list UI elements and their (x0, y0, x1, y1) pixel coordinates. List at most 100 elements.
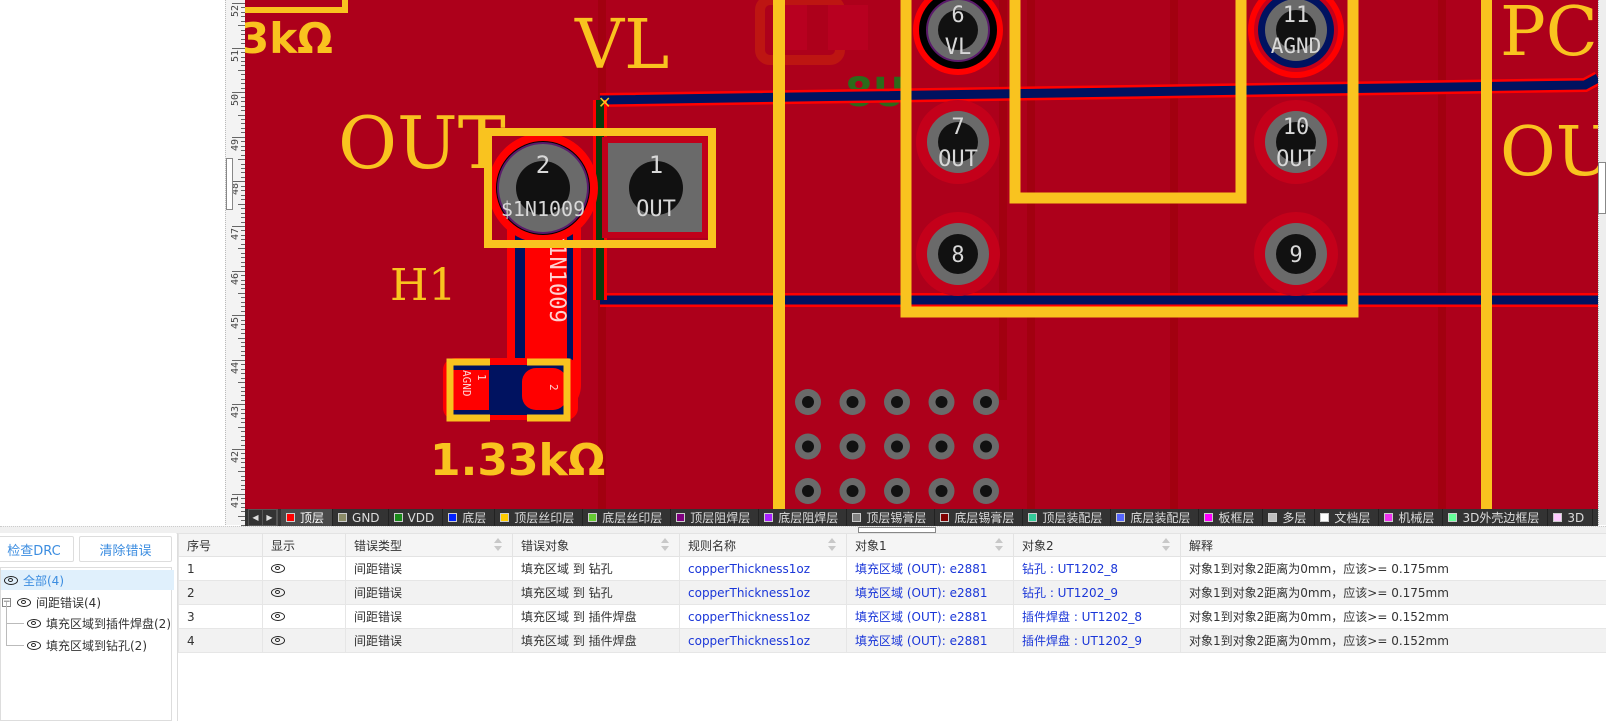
sort-icon[interactable] (661, 538, 669, 552)
layer-tab[interactable]: 顶层阻焊层 (671, 509, 760, 526)
left-panel-collapse-handle[interactable] (226, 158, 233, 210)
col-header-error-object[interactable]: 错误对象 (512, 533, 680, 557)
layer-next-button[interactable]: ▶ (263, 510, 277, 525)
ruler-tick (241, 123, 246, 125)
cell-obj1[interactable]: 填充区域 (OUT): e2881 (846, 628, 1014, 653)
layer-tab[interactable]: 文档层 (1315, 509, 1380, 526)
sort-icon[interactable] (995, 538, 1003, 552)
col-header-index[interactable]: 序号 (178, 533, 263, 557)
cell-rule[interactable]: copperThickness1oz (679, 580, 847, 605)
ruler-tick (241, 355, 246, 357)
ruler-tick (232, 359, 246, 361)
sort-icon[interactable] (828, 538, 836, 552)
layer-tab[interactable]: 顶层装配层 (1023, 509, 1112, 526)
col-header-object2[interactable]: 对象2 (1013, 533, 1181, 557)
sort-icon[interactable] (494, 538, 502, 552)
tree-item-fill-to-drill[interactable]: 填充区域到钻孔(2) (27, 635, 147, 655)
ic-pad-8[interactable]: 8 (916, 212, 1000, 296)
layer-label: 文档层 (1334, 511, 1371, 525)
clear-errors-button[interactable]: 清除错误 (79, 536, 172, 562)
cell-obj2[interactable]: 插件焊盘 : UT1202_9 (1013, 628, 1181, 653)
cell-obj1[interactable]: 填充区域 (OUT): e2881 (846, 604, 1014, 629)
via-drill (846, 396, 859, 408)
smd-pad-number: 1 (475, 374, 488, 381)
splitter-grip[interactable] (858, 527, 936, 533)
ruler-tick (241, 38, 246, 40)
col-header-object1[interactable]: 对象1 (846, 533, 1014, 557)
cell-obj1[interactable]: 填充区域 (OUT): e2881 (846, 556, 1014, 581)
ruler-tick (241, 56, 246, 58)
ic-pad-6[interactable]: 6 VL (913, 0, 1003, 75)
drc-sidebar: 检查DRC 清除错误 全部(4) − 间距错误(4) 填充区域到插件焊盘(2) … (0, 533, 176, 721)
cell-obj1[interactable]: 填充区域 (OUT): e2881 (846, 580, 1014, 605)
layer-tab[interactable]: 底层锡膏层 (935, 509, 1024, 526)
tree-item-all[interactable]: 全部(4) (1, 570, 174, 590)
cell-rule[interactable]: copperThickness1oz (679, 556, 847, 581)
layer-tab[interactable]: 顶层锡膏层 (847, 509, 936, 526)
layer-tab[interactable]: 机械层 (1379, 509, 1444, 526)
eye-icon[interactable] (27, 640, 41, 650)
ruler-tick (241, 16, 246, 18)
ruler-tick (241, 118, 246, 120)
layer-prev-button[interactable]: ◀ (249, 510, 263, 525)
ic-pad-9[interactable]: 9 (1254, 212, 1338, 296)
col-header-rule-name[interactable]: 规则名称 (679, 533, 847, 557)
ruler-tick (241, 96, 246, 98)
layer-tab[interactable]: 3D (1548, 509, 1594, 526)
layer-tab[interactable]: 底层丝印层 (583, 509, 672, 526)
col-header-description[interactable]: 解释 (1180, 533, 1606, 557)
ruler-tick (241, 266, 246, 268)
ruler-tick (241, 208, 246, 210)
layer-color-swatch (1028, 513, 1038, 522)
layer-tab[interactable]: 顶层 (281, 509, 334, 526)
eye-icon[interactable] (271, 587, 285, 597)
eye-icon[interactable] (271, 635, 285, 645)
check-drc-button[interactable]: 检查DRC (0, 536, 74, 562)
cell-rule[interactable]: copperThickness1oz (679, 628, 847, 653)
ruler-tick (241, 110, 246, 112)
smd-pad-1[interactable] (453, 370, 489, 410)
eye-icon[interactable] (27, 618, 41, 628)
layer-tab[interactable]: 顶层丝印层 (495, 509, 584, 526)
layer-color-swatch (764, 513, 774, 522)
layer-tab[interactable]: 底层阻焊层 (759, 509, 848, 526)
layer-tab[interactable]: 底层 (443, 509, 496, 526)
layer-tab[interactable]: GND (333, 509, 389, 526)
tree-item-spacing[interactable]: − 间距错误(4) (2, 592, 101, 612)
layer-tab[interactable]: 底层装配层 (1111, 509, 1200, 526)
right-scrollbar[interactable] (1598, 0, 1606, 525)
cell-rule[interactable]: copperThickness1oz (679, 604, 847, 629)
cell-obj2[interactable]: 插件焊盘 : UT1202_8 (1013, 604, 1181, 629)
eye-icon[interactable] (271, 611, 285, 621)
layer-tab[interactable]: 3D外壳边框层 (1443, 509, 1549, 526)
tree-item-fill-to-pad[interactable]: 填充区域到插件焊盘(2) (27, 613, 171, 633)
cell-desc: 对象1到对象2距离为0mm，应该>= 0.175mm (1180, 556, 1606, 581)
sort-icon[interactable] (1162, 538, 1170, 552)
col-header-error-type[interactable]: 错误类型 (345, 533, 513, 557)
ruler-tick (241, 350, 246, 352)
ic-pad-11[interactable]: 11 AGND (1248, 0, 1344, 78)
right-panel-collapse-handle[interactable] (1598, 162, 1606, 214)
keepout-strip (1438, 0, 1446, 525)
layer-tab[interactable]: VDD (389, 509, 444, 526)
layer-tab[interactable]: 多层 (1263, 509, 1316, 526)
ic-pad-10[interactable]: 10 OUT (1254, 100, 1338, 184)
ruler-tick (241, 194, 246, 196)
smd-pad-2[interactable] (522, 368, 567, 410)
ic-pad-7[interactable]: 7 OUT (916, 100, 1000, 184)
eye-icon[interactable] (4, 575, 18, 585)
pcb-canvas[interactable]: 8U ✕ 3kΩ VL OUT H1 $1N1009 2 $1N1009 1 O… (245, 0, 1598, 525)
cell-obj2[interactable]: 钻孔 : UT1202_9 (1013, 580, 1181, 605)
eye-icon[interactable] (17, 597, 31, 607)
cell-type: 间距错误 (345, 628, 513, 653)
layer-tab[interactable]: 板框层 (1199, 509, 1264, 526)
eye-icon[interactable] (271, 563, 285, 573)
silk-ic-line (1481, 0, 1492, 525)
ruler-tick (241, 239, 246, 241)
cell-obj2[interactable]: 钻孔 : UT1202_8 (1013, 556, 1181, 581)
col-header-display[interactable]: 显示 (262, 533, 346, 557)
